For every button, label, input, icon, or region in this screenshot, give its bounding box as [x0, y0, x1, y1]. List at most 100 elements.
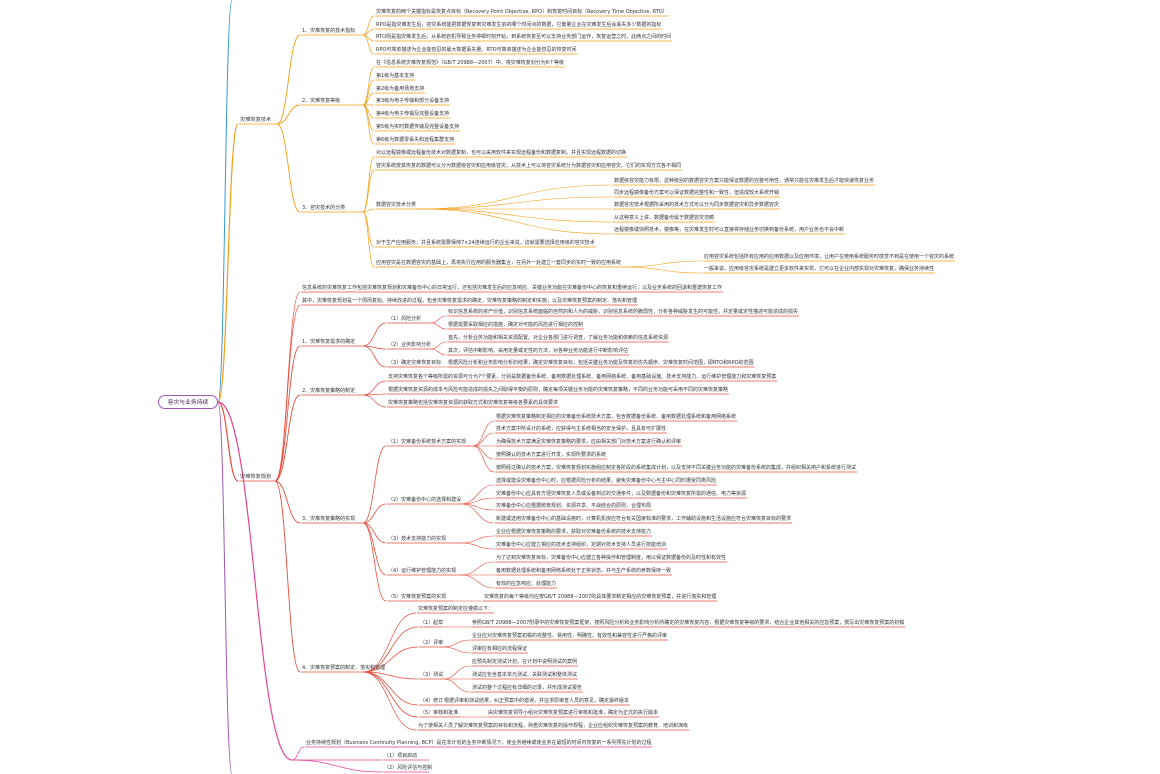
sub-topic[interactable]: 3、灾难恢复策略的实现 — [302, 516, 356, 522]
leaf-item[interactable]: 对以远程镜像或远程备份技术对数据复制，也可以采用软件来实现远程备份和数据复制，并… — [376, 150, 627, 156]
leaf-item[interactable]: 根据灾难恢复资源的成本与风险可能造成的损失之间取得平衡的原则，确定每项关键业务功… — [388, 387, 729, 393]
sub-item[interactable]: （4）运行维护管理能力的实现 — [388, 568, 457, 574]
root-node[interactable]: 容灾与业务持续 — [158, 395, 218, 409]
leaf-item[interactable]: 从这种意义上讲，数据备份属于数据容灾范畴 — [614, 215, 715, 221]
connector-line — [362, 380, 387, 396]
leaf-item[interactable]: 灾难备份中心应根据统筹规划、资源共享、平战结合的原则，合理布局 — [496, 503, 652, 509]
sub-item[interactable]: （2）灾难备份中心的选择和建设 — [388, 497, 462, 503]
leaf-item[interactable]: 测试的整个过程应有详细的记录，并形成测试报告 — [472, 685, 583, 691]
leaf-item[interactable]: 为了达到灾难恢复目标，灾难备份中心应建立各种操作和管理制度，用以保证数据备份的及… — [496, 555, 727, 561]
leaf-item[interactable]: 数据容灾技术分类 — [376, 202, 417, 208]
sub-topic[interactable]: 1、灾难恢复的技术指标 — [302, 28, 356, 34]
leaf-item[interactable]: 灾难恢复的两个关键指标是恢复点目标（Recovery Point Objecti… — [376, 9, 668, 15]
leaf-item[interactable]: 灾难备份中心应具有方便灾难恢复人员或设备到达的交通条件，以及数据备份和灾难恢复所… — [496, 491, 747, 497]
connector-line — [362, 66, 375, 106]
leaf-item[interactable]: 第5级为实时数据传输及完整设备支持 — [376, 124, 460, 130]
connector-line — [362, 612, 417, 673]
sub-item[interactable]: （1）风险分析 — [388, 316, 422, 322]
leaf-item[interactable]: （2）风险评估与控制 — [384, 765, 433, 771]
sub-item[interactable]: （5）审核和批准 — [420, 710, 459, 716]
sub-topic[interactable]: 2、灾难恢复策略的制定 — [302, 388, 356, 394]
sub-item[interactable]: （2）评审 — [420, 640, 444, 646]
leaf-item[interactable]: 按照经过确认的技术方案，灾难恢复规划实施组应制定各阶段的系统集成计划，以及支持不… — [496, 465, 857, 471]
sub-topic[interactable]: 4、灾难恢复预案的制定、落实和管理 — [302, 665, 386, 671]
sub-item[interactable]: （3）测试 — [420, 672, 444, 678]
branch-dr-planning[interactable]: 灾难恢复规划 — [240, 474, 272, 480]
connector-line — [430, 322, 447, 330]
leaf-item[interactable]: 灾难恢复策略包括灾难恢复资源的获取方式和灾难恢复等级各要素的具体要求 — [388, 400, 559, 406]
leaf-item[interactable]: 灾难恢复的每个等级均应按GB/T 20988—2007的具体要求制定相应的灾难恢… — [484, 594, 717, 600]
leaf-item[interactable]: 一般来说，应用级容灾系统是建立更多软件来实现，它可以在企业内部实现对灾难恢复，确… — [704, 266, 935, 272]
sub-item[interactable]: （3）技术支持能力的实现 — [388, 536, 447, 542]
branch-dr-technology[interactable]: 灾难恢复技术 — [240, 117, 272, 123]
sub-item[interactable]: （1）起草 — [420, 620, 444, 626]
leaf-item[interactable]: 第2级为备用场地支持 — [376, 86, 425, 92]
connector-line — [291, 746, 305, 761]
connector-line — [362, 15, 375, 36]
leaf-item[interactable]: 业务持续性规划（Business Continuity Planning, BC… — [306, 740, 652, 746]
leaf-item[interactable]: 其中，灾难恢复规划是一个周而复始、持续改进的过程，包含灾难恢复需求的确定、灾难恢… — [302, 298, 638, 304]
leaf-item[interactable]: RTO则是指灾难发生后，从系统宕机导致业务停顿时刻开始，到系统恢复至可以支持业务… — [376, 34, 672, 40]
leaf-item[interactable]: 容灾系统按其恢复的数据可以分为数据级容灾和应用级容灾，从技术上可以将容灾系统分为… — [376, 163, 682, 169]
leaf-item[interactable]: 第3级为电子传输和部分设备支持 — [376, 98, 450, 104]
connector-line — [274, 480, 301, 673]
leaf-item[interactable]: 应用容灾是在数据容灾的基础上，再将执行应用的服务器集合，在另外一处建立一套同步的… — [376, 260, 622, 266]
leaf-item[interactable]: RPO是指灾难发生后，容灾系统能把数据恢复到灾难发生前的哪个时间点的数据，它衡量… — [376, 22, 662, 28]
leaf-item[interactable]: 根据风险分析和业务影响分析的结果，确定灾难恢复目标，包括关键业务功能及恢复的优先… — [448, 360, 754, 366]
leaf-item[interactable]: 数据容灾技术根据所采用的技术方式可以分为同步数据容灾和异步数据容灾 — [614, 202, 780, 208]
leaf-item[interactable]: 数据级容灾能力有限，这种级别的数据容灾方案只能保证数据的完整可用性，通常只能在灾… — [614, 178, 875, 184]
leaf-item[interactable]: 根据评审和测试结果，纠正预案中的错误，并征求原审查人员的意见，确定最终版本 — [444, 698, 630, 704]
sub-topic[interactable]: 2、灾难恢复等级 — [302, 98, 341, 104]
leaf-item[interactable]: 灾难备份中心应建立相应的技术支持组织，定期对技术支持人员进行技能培训 — [496, 542, 667, 548]
leaf-item[interactable]: 根据需要采取相应的措施，确定对可能的风险进行相应的控制 — [448, 322, 584, 328]
leaf-item[interactable]: RPO可简单描述为企业能容忍的最大数据丢失量。RTO可简单描述为企业能容忍的恢复… — [376, 47, 577, 53]
leaf-item[interactable]: 第1级为基本支持 — [376, 73, 415, 79]
connector-line — [472, 432, 495, 447]
leaf-item[interactable]: 其次，评估中断影响。采用定量或定性的方法，对各种业务功能进行中断影响评估 — [448, 348, 629, 354]
connector-line — [442, 665, 471, 680]
sub-topic[interactable]: 1、灾难恢复需求的确定 — [302, 339, 356, 345]
sub-item[interactable]: （5）灾难恢复预案的实现 — [388, 594, 447, 600]
leaf-item[interactable]: 新建或选用灾难备份中心的基础设施时，计算机机房应符合有关国家标准的要求，工作辅助… — [496, 516, 792, 522]
sub-topic[interactable]: 3、容灾技术的分类 — [302, 205, 346, 211]
leaf-item[interactable]: 远程镜像或快照技术，镜像等，在灾难发生时可以直接将存储业务切换到备份系统，用户业… — [614, 227, 845, 233]
leaf-item[interactable]: 测试应包含基本单元测试、关联测试和整体测试 — [472, 672, 578, 678]
connector-line — [460, 535, 495, 544]
leaf-item[interactable]: 在《信息系统灾难恢复规范》（GB/T 20988—2007）中，将灾难恢复划分为… — [376, 60, 564, 66]
connector-line — [362, 104, 375, 145]
leaf-item[interactable]: 备用数据处理系统和备用网络系统处于正常状态，并与生产系统的参数保持一致 — [496, 568, 672, 574]
leaf-item[interactable]: 按照确认的技术方案进行开发，实现所要求的系统 — [496, 452, 607, 458]
connector-line — [276, 104, 301, 125]
leaf-item[interactable]: 企业应对灾难恢复预案初稿的完整性、易用性、明确性、有效性和兼容性进行严格的评审 — [472, 633, 668, 639]
leaf-item[interactable]: 对于生产应用服务，并且系统需要保持7×24连续运行的企业来说，这就需要选择应用级… — [376, 240, 595, 246]
leaf-item[interactable]: 第6级为数据零丢失和远程集群支持 — [376, 137, 455, 143]
sub-item[interactable]: （1）灾难备份系统技术方案的实现 — [388, 439, 467, 445]
leaf-item[interactable]: 信息系统的灾难恢复工作包括灾难恢复规划和灾难备份中心的日常运行，还包括灾难发生后… — [302, 285, 723, 291]
leaf-item[interactable]: 有效的应急响应、处理能力 — [496, 581, 557, 587]
leaf-item[interactable]: 标识信息系统的资产价值，识别信息系统面临的自然的和人为的威胁，识别信息系统的脆弱… — [448, 309, 799, 315]
leaf-item[interactable]: 第4级为电子传输及完整设备支持 — [376, 111, 450, 117]
connector-line — [430, 315, 447, 324]
leaf-item[interactable]: 企业应根据灾难恢复策略的要求，获取对灾难备份系统的技术支持能力 — [496, 529, 652, 535]
leaf-item[interactable]: 由灾难恢复领导小组对灾难恢复预案进行审核和批准，确定为正式的执行版本 — [488, 710, 659, 716]
leaf-item[interactable]: 为确保技术方案满足灾难恢复策略的要求，应由相关部门对技术方案进行确认和评审 — [496, 439, 682, 445]
leaf-item[interactable]: 支持灾难恢复各个等级所需的资源可分为7个要素，分别是数据备份系统、备用数据处理系… — [388, 374, 777, 380]
leaf-item[interactable]: 技术方案中所设计的系统，应获得与主系统相当的安全保护，且具有可扩展性 — [496, 426, 667, 432]
connector-line — [362, 345, 387, 368]
leaf-item[interactable]: 评审应有相应的流程保证 — [472, 646, 528, 652]
leaf-item[interactable]: 参照GB/T 20988—2007附录中的灾难恢复预案框架，按照风险分析和业务影… — [472, 620, 905, 626]
leaf-item[interactable]: 应预先制定测试计划，在计划中说明测试的案例 — [472, 659, 578, 665]
sub-item[interactable]: （3）确定灾难恢复目标 — [388, 360, 442, 366]
leaf-item[interactable]: 为了使相关人员了解灾难恢复预案的目标和流程，熟悉灾难恢复的操作规程，企业应组织灾… — [418, 723, 689, 729]
leaf-item[interactable]: 应用容灾系统包括所有应用的应用数据以及应用环境，让用户在使用系统服务时感觉不到是… — [704, 254, 955, 260]
leaf-item[interactable]: 选择或建设灾难备份中心时，应根据风险分析的结果，避免灾难备份中心与主中心同时遭受… — [496, 478, 717, 484]
sub-item[interactable]: （2）业务影响分析 — [388, 342, 432, 348]
leaf-item[interactable]: （1）项目启动 — [384, 753, 418, 759]
sub-item[interactable]: （4）修订 — [420, 698, 444, 704]
leaf-item[interactable]: 同步远程镜像备份方案可以保证数据完整性和一致性，但造成较大系统开销 — [614, 190, 780, 196]
leaf-item[interactable]: 根据灾难恢复策略制定相应的灾难备份系统技术方案，包含数据备份系统、备用数据处理系… — [496, 414, 737, 420]
leaf-item[interactable]: 灾难恢复预案的制定应遵循以下： — [418, 606, 494, 612]
leaf-item[interactable]: 首先，分析业务功能和相关资源配置。对企业各部门进行调查，了解业务功能和依赖的信息… — [448, 335, 669, 341]
